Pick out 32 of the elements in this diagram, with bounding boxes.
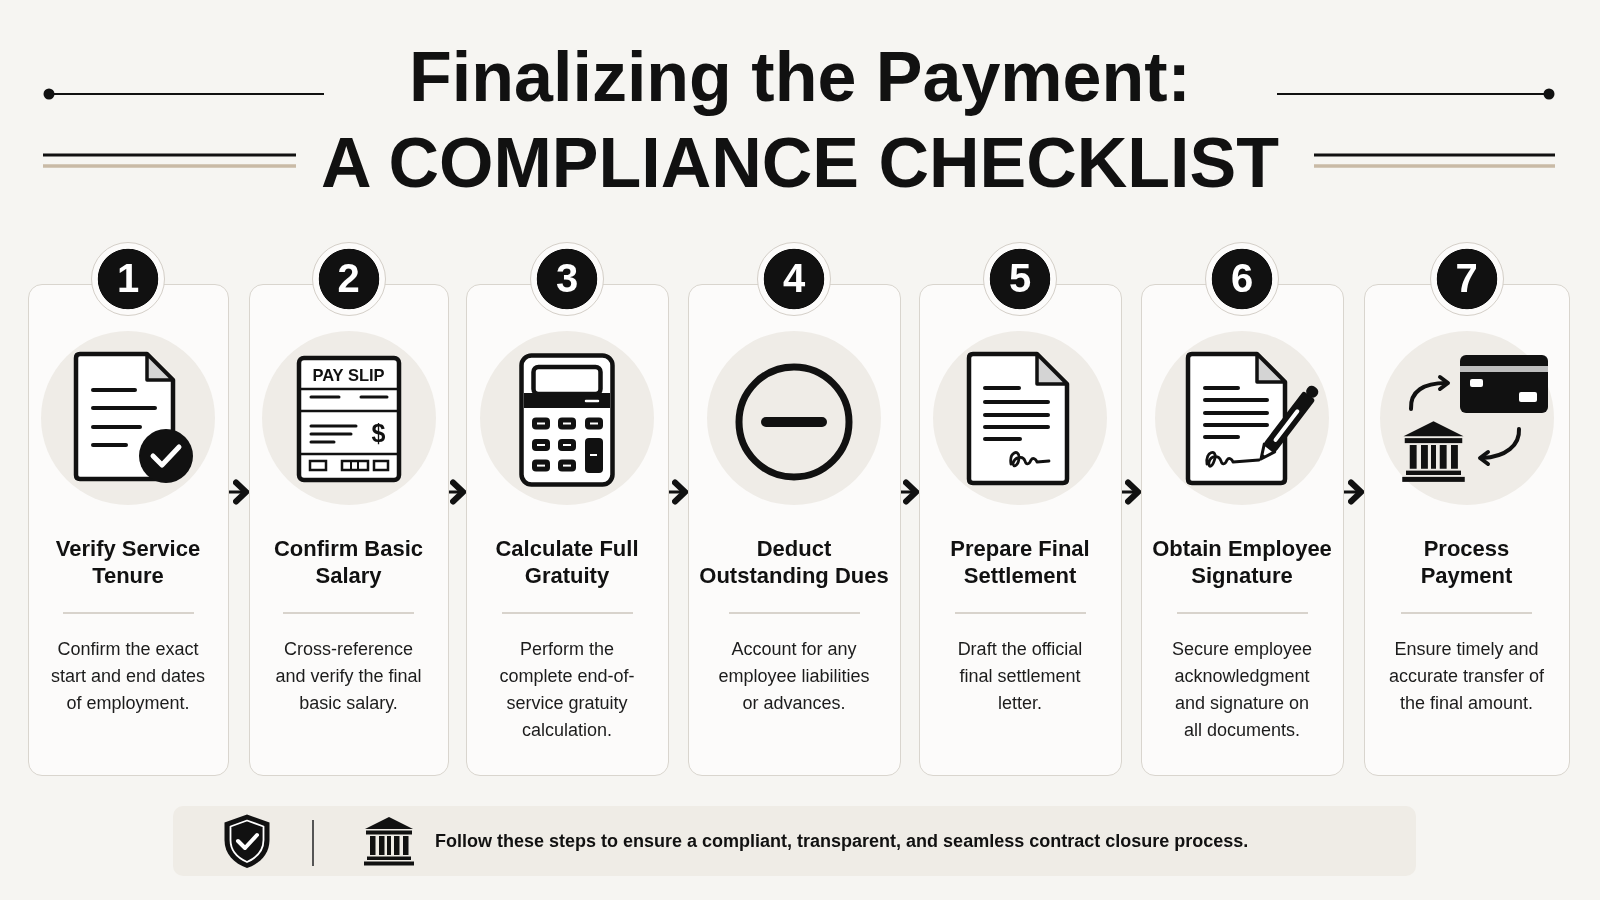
title: Finalizing the Payment: A COMPLIANCE CHECKLIST (321, 37, 1279, 204)
step-description: Secure employee acknowledgment and signature on all documents. (1170, 638, 1314, 742)
chevron-arrow (669, 479, 688, 505)
chevron-arrow (229, 479, 249, 505)
step-description: Perform the complete end-of-service gratuity calculation. (498, 638, 636, 742)
step-number: 2 (311, 242, 386, 316)
chevron-arrow (1122, 479, 1141, 505)
step-number: 7 (1429, 242, 1504, 316)
step-description: Draft the official final settlement letter. (956, 638, 1084, 715)
step-description: Cross-reference and verify the final basic salary. (274, 638, 423, 715)
slip-title: PAY SLIP (312, 366, 385, 384)
info-banner (173, 806, 1416, 876)
step-number: 6 (1205, 242, 1279, 316)
chevron-arrow (1344, 479, 1364, 505)
step-number: 5 (983, 242, 1057, 316)
currency-symbol: $ (371, 420, 386, 446)
step-description: Confirm the exact start and end dates of employment. (49, 638, 207, 715)
chevron-arrow (449, 479, 466, 505)
step-title: Confirm Basic Salary (272, 535, 425, 589)
step-description: Account for any employee liabilities or advances. (717, 638, 871, 715)
step-title: Verify Service Tenure (54, 535, 202, 589)
step-title: Obtain Employee Signature (1151, 535, 1333, 589)
banner-text: Follow these steps to ensure a compliant, transparent, and seamless contract closure process. (435, 830, 1249, 852)
step-title: Prepare Final Settlement (949, 535, 1091, 589)
chevron-arrow (901, 479, 919, 505)
step-number: 4 (757, 242, 831, 316)
step-number: 1 (91, 242, 165, 316)
step-description: Ensure timely and accurate transfer of the final amount. (1388, 638, 1545, 715)
step-title: Process Payment (1419, 535, 1514, 589)
step-title: Deduct Outstanding Dues (698, 535, 890, 589)
step-number: 3 (530, 242, 604, 316)
step-title: Calculate Full Gratuity (494, 535, 640, 589)
